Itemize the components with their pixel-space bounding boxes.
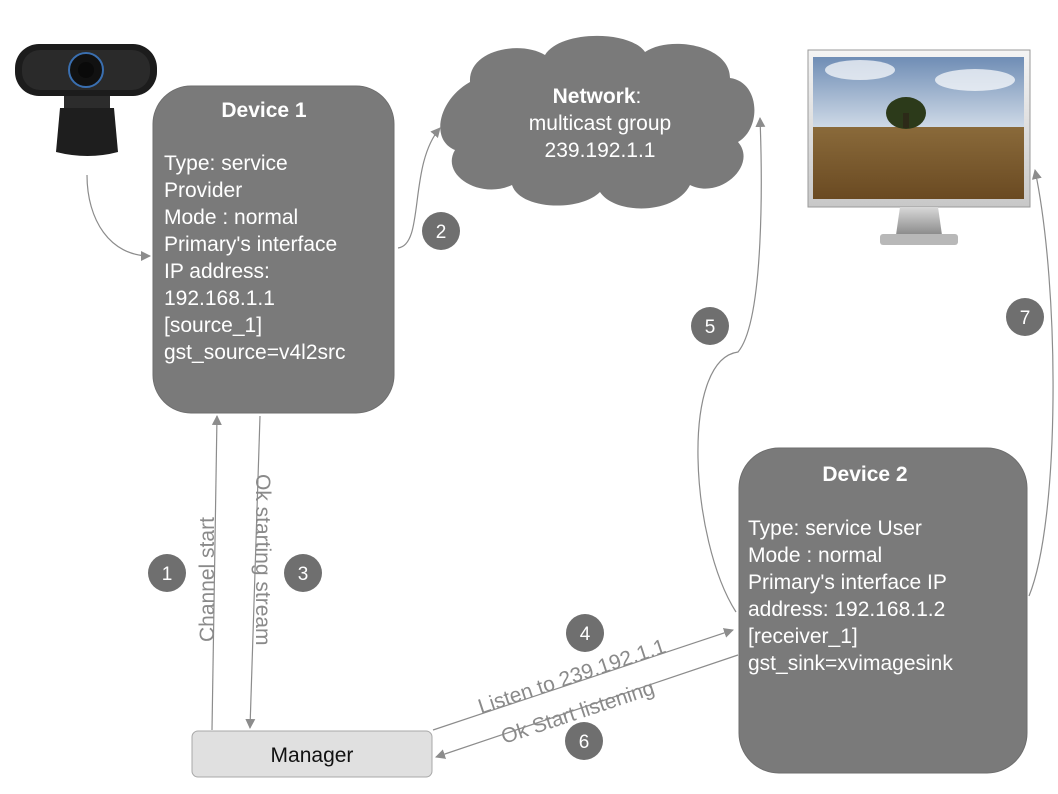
step-number: 4	[580, 624, 591, 645]
manager-box: Manager	[191, 730, 433, 778]
step-number: 3	[298, 564, 309, 585]
network-title: Network	[553, 85, 636, 108]
device-2-line: Type: service User	[748, 517, 922, 540]
edge-manager-to-device2	[432, 628, 734, 731]
step-number: 2	[436, 222, 447, 243]
step-badge-5: 5	[691, 307, 729, 345]
network-line: 239.192.1.1	[545, 139, 656, 162]
edge-device1-to-manager	[245, 415, 261, 729]
step-number: 5	[705, 317, 716, 338]
edge-manager-to-device1	[211, 415, 222, 731]
manager-label: Manager	[271, 744, 354, 767]
device-1-line: gst_source=v4l2src	[164, 341, 346, 364]
step-badge-4: 4	[566, 614, 604, 652]
device-1-line: Type: service	[164, 152, 288, 175]
device-1-line: [source_1]	[164, 314, 262, 337]
device-1-line: 192.168.1.1	[164, 287, 275, 310]
network-line: multicast group	[529, 112, 671, 135]
network-cloud: Network: multicast group 239.192.1.1	[440, 35, 755, 209]
step-number: 6	[579, 732, 590, 753]
step-badge-7: 7	[1006, 298, 1044, 336]
device-2-line: [receiver_1]	[748, 625, 858, 648]
step-badge-3: 3	[284, 554, 322, 592]
step-badge-6: 6	[565, 722, 603, 760]
edge-label-channel-start: Channel start	[196, 517, 219, 642]
svg-text:Network:: Network:	[553, 85, 642, 108]
device-2-line: Primary's interface IP	[748, 571, 947, 594]
step-number: 1	[162, 564, 173, 585]
device-1-title: Device 1	[221, 99, 307, 122]
edge-camera-to-device1	[86, 174, 151, 261]
step-badge-1: 1	[148, 554, 186, 592]
device-2-box: Device 2 Type: service User Mode : norma…	[738, 447, 1028, 774]
edge-device2-to-manager	[435, 654, 739, 759]
device-1-line: IP address:	[164, 260, 270, 283]
edges	[86, 117, 1054, 759]
step-number: 7	[1020, 308, 1031, 329]
device-2-title: Device 2	[822, 463, 907, 486]
device-2-line: gst_sink=xvimagesink	[748, 652, 953, 675]
device-1-line: Primary's interface	[164, 233, 337, 256]
network-title-suffix: :	[636, 85, 642, 108]
edge-device2-to-network	[697, 117, 766, 613]
device-2-line: address: 192.168.1.2	[748, 598, 945, 621]
device-1-line: Provider	[164, 179, 242, 202]
device-1-box: Device 1 Type: service Provider Mode : n…	[152, 85, 395, 414]
edge-device2-to-monitor	[1028, 169, 1054, 597]
monitor-icon	[807, 49, 1031, 245]
step-badge-2: 2	[422, 212, 460, 250]
device-2-line: Mode : normal	[748, 544, 882, 567]
webcam-icon	[15, 44, 157, 156]
edge-device1-to-network	[397, 127, 441, 249]
edge-label-ok-starting-stream: Ok starting stream	[251, 474, 274, 646]
device-1-line: Mode : normal	[164, 206, 298, 229]
